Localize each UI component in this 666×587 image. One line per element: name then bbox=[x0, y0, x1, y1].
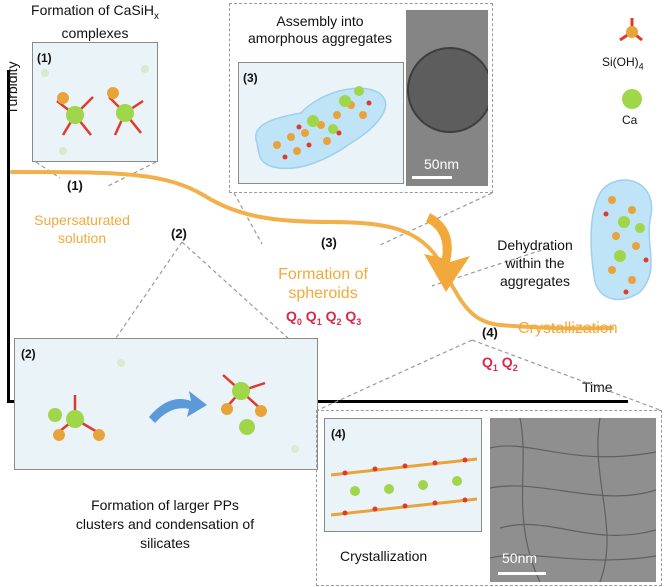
turbidity-curve bbox=[10, 170, 614, 331]
point-1-label: (1) bbox=[67, 178, 83, 193]
q-set-2: Q1 Q2 bbox=[482, 354, 518, 373]
panel-1-molecules bbox=[41, 65, 149, 155]
panel-1-title: Formation of CaSiHx complexes bbox=[31, 2, 159, 41]
panel-2-tag: (2) bbox=[21, 347, 36, 361]
point-2-label: (2) bbox=[171, 226, 187, 241]
crystal-sheets bbox=[490, 418, 656, 582]
ca-icon bbox=[622, 89, 642, 109]
spheroid-particle bbox=[406, 10, 488, 186]
panel-3-aggregate bbox=[254, 86, 387, 170]
y-axis bbox=[7, 70, 10, 403]
q-label: Q1 bbox=[482, 354, 498, 373]
q-label: Q1 bbox=[305, 308, 322, 327]
crystallization-curve-label: Crystallization bbox=[518, 320, 618, 337]
tem-image-spheroid: 50nm bbox=[406, 10, 488, 186]
panel-4-scale-label: 50nm bbox=[502, 550, 538, 566]
blue-arrow bbox=[149, 391, 207, 423]
point-4-label: (4) bbox=[482, 325, 498, 340]
q-label: Q2 bbox=[501, 354, 518, 373]
point-3-label: (3) bbox=[321, 235, 337, 250]
q-set-1: Q0 Q1 Q2 Q3 bbox=[286, 308, 361, 327]
q-label: Q0 bbox=[286, 308, 302, 327]
panel-4: (4) bbox=[324, 418, 482, 532]
panel-3-title: Assembly into amorphous aggregates bbox=[248, 13, 392, 46]
tem-image-crystal: 50nm bbox=[490, 418, 656, 582]
panel-4-tag: (4) bbox=[331, 427, 346, 441]
panel-4-frame bbox=[316, 410, 662, 586]
panel-2: (2) bbox=[14, 338, 318, 470]
panel-4-layers bbox=[330, 457, 478, 517]
panel-1-tag: (1) bbox=[37, 51, 52, 65]
panel-3-frame bbox=[229, 3, 493, 193]
legend-si-label: Si(OH)4 bbox=[602, 55, 644, 72]
panel-3: (3) bbox=[238, 62, 404, 184]
panel-2-clusters bbox=[48, 359, 299, 453]
panel-3-tag: (3) bbox=[243, 71, 258, 85]
legend-ca-label: Ca bbox=[622, 113, 638, 127]
q-label: Q2 bbox=[325, 308, 342, 327]
dehydration-arrow bbox=[424, 213, 470, 292]
si-oh4-icon bbox=[619, 18, 643, 42]
panel-1: (1) bbox=[32, 42, 158, 162]
q-label: Q3 bbox=[345, 308, 362, 327]
panel-3-scale-label: 50nm bbox=[424, 156, 460, 172]
panel-2-caption: Formation of larger PPs clusters and con… bbox=[75, 497, 255, 551]
panel-4-caption: Crystallization bbox=[340, 548, 428, 564]
